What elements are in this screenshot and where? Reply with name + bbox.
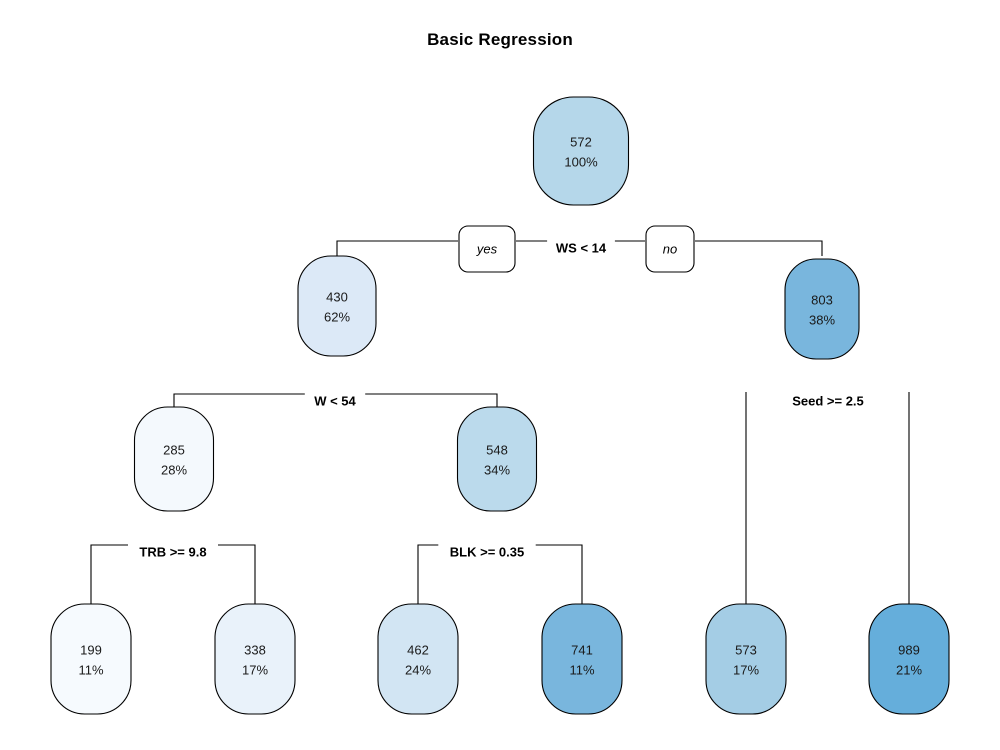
node-value: 199 xyxy=(80,642,102,657)
node-shape xyxy=(532,96,630,206)
split-label-backdrop xyxy=(304,391,366,413)
node-shape xyxy=(705,603,787,715)
split-label-group[interactable]: W < 54 xyxy=(304,391,366,413)
node-percent: 34% xyxy=(484,462,510,477)
split-label-backdrop xyxy=(779,391,877,413)
node-shape xyxy=(541,603,623,715)
node-percent: 21% xyxy=(896,662,922,677)
node-shape xyxy=(50,603,132,715)
yes-branch-box[interactable]: yes xyxy=(458,225,516,273)
node-percent: 11% xyxy=(569,662,594,677)
split-condition-label: WS < 14 xyxy=(556,240,607,255)
node-shape xyxy=(214,603,296,715)
node-shape xyxy=(784,258,860,360)
node-value: 989 xyxy=(898,642,920,657)
node-percent: 17% xyxy=(242,662,268,677)
node-value: 462 xyxy=(407,642,429,657)
split-label-group[interactable]: TRB >= 9.8 xyxy=(128,542,218,564)
split-label-group[interactable]: WS < 14 xyxy=(547,238,615,260)
node-shape xyxy=(133,406,215,512)
nodes-layer: 572100%43062%80338%28528%54834%19911%338… xyxy=(50,96,950,715)
split-condition-label: TRB >= 9.8 xyxy=(139,544,206,559)
split-label-group[interactable]: BLK >= 0.35 xyxy=(438,542,536,564)
no-branch-box[interactable]: no xyxy=(645,225,695,273)
split-condition-label: BLK >= 0.35 xyxy=(450,544,524,559)
node-percent: 28% xyxy=(161,462,187,477)
node-shape xyxy=(297,255,377,357)
node-value: 548 xyxy=(486,442,508,457)
branch-box-label: yes xyxy=(476,241,498,256)
node-percent: 17% xyxy=(733,662,759,677)
node-value: 338 xyxy=(244,642,266,657)
tree-internal-node[interactable]: 572 100% xyxy=(532,96,630,206)
split-condition-label: Seed >= 2.5 xyxy=(792,393,864,408)
split-label-backdrop xyxy=(128,542,218,564)
node-percent: 11% xyxy=(78,662,103,677)
node-shape xyxy=(868,603,950,715)
node-percent: 62% xyxy=(324,309,350,324)
node-shape xyxy=(456,406,538,512)
branch-box-shape xyxy=(458,225,516,273)
split-condition-label: W < 54 xyxy=(314,393,356,408)
node-value: 741 xyxy=(571,642,593,657)
node-shape xyxy=(377,603,459,715)
node-percent: 100% xyxy=(564,154,598,169)
node-value: 803 xyxy=(811,292,833,307)
split-label-backdrop xyxy=(438,542,536,564)
page-title: Basic Regression xyxy=(427,30,573,49)
node-value: 430 xyxy=(326,289,348,304)
split-label-group[interactable]: Seed >= 2.5 xyxy=(779,391,877,413)
split-label-backdrop xyxy=(547,238,615,260)
node-value: 285 xyxy=(163,442,185,457)
node-value: 572 xyxy=(570,134,592,149)
branch-box-shape xyxy=(645,225,695,273)
node-percent: 24% xyxy=(405,662,431,677)
node-percent: 38% xyxy=(809,312,835,327)
branch-box-label: no xyxy=(663,241,677,256)
node-value: 573 xyxy=(735,642,757,657)
